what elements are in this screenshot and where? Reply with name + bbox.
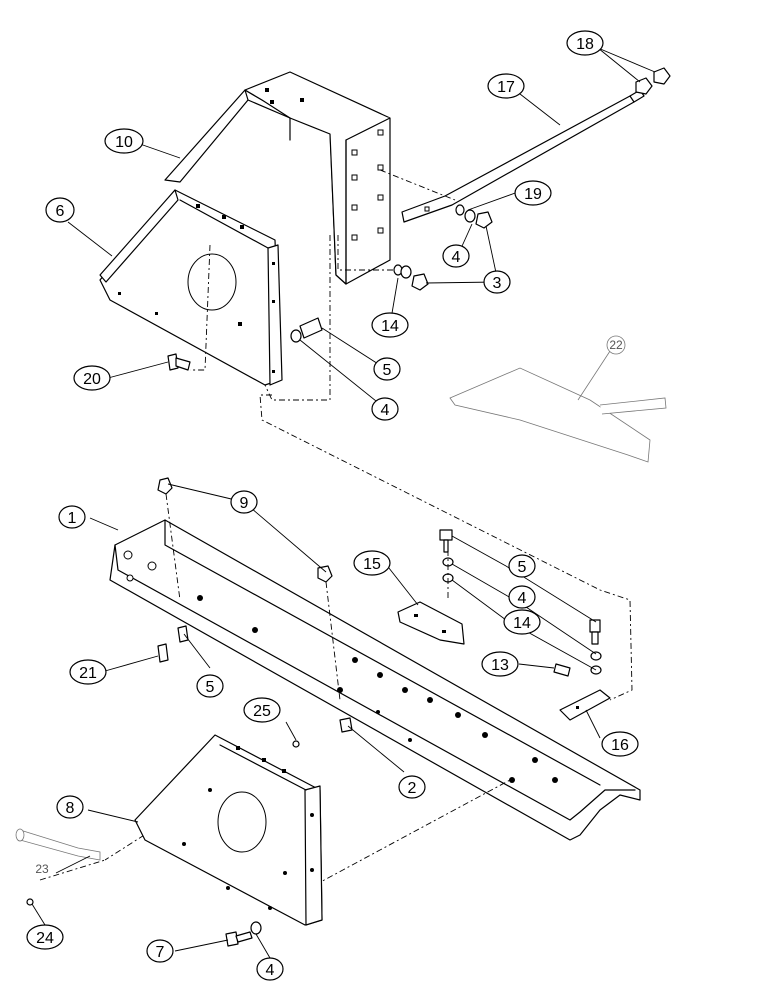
callout-17-label: 17 bbox=[497, 79, 515, 96]
callout-4-c-label: 4 bbox=[518, 590, 527, 607]
callout-20: 20 bbox=[73, 365, 111, 391]
callout-5-c-label: 5 bbox=[206, 679, 215, 696]
callout-14-b: 14 bbox=[503, 609, 541, 635]
callout-5-a: 5 bbox=[373, 357, 401, 381]
callout-18-label: 18 bbox=[576, 36, 594, 53]
callout-19-label: 19 bbox=[524, 186, 542, 203]
upper-leaders bbox=[190, 169, 633, 701]
callout-8-label: 8 bbox=[66, 800, 75, 817]
callout-13-label: 13 bbox=[491, 657, 509, 674]
part-10-cover bbox=[164, 71, 391, 285]
callout-23: 23 bbox=[35, 862, 49, 876]
callout-7: 7 bbox=[146, 939, 174, 963]
callout-14-b-label: 14 bbox=[513, 615, 531, 632]
callout-5-b-label: 5 bbox=[518, 559, 527, 576]
callout-5-b: 5 bbox=[508, 554, 536, 578]
callout-24: 24 bbox=[26, 924, 64, 950]
callout-23-label: 23 bbox=[35, 862, 49, 876]
callout-10: 10 bbox=[104, 128, 144, 154]
callout-5-c: 5 bbox=[196, 674, 224, 698]
callout-13: 13 bbox=[481, 651, 519, 677]
callout-17: 17 bbox=[487, 73, 525, 99]
callout-9-label: 9 bbox=[240, 495, 249, 512]
callout-6: 6 bbox=[45, 197, 75, 223]
callout-25-label: 25 bbox=[253, 703, 271, 720]
upper-hardware bbox=[393, 204, 493, 291]
callout-15-label: 15 bbox=[363, 556, 381, 573]
part-8-plate bbox=[134, 734, 323, 926]
callout-22-label: 22 bbox=[609, 338, 623, 352]
callout-10-label: 10 bbox=[115, 134, 133, 151]
callout-4-b-label: 4 bbox=[381, 402, 390, 419]
callout-1-label: 1 bbox=[68, 510, 77, 527]
callout-7-label: 7 bbox=[156, 944, 165, 961]
part-23-shaft bbox=[15, 828, 101, 861]
callout-21-label: 21 bbox=[79, 665, 97, 682]
callout-24-label: 24 bbox=[36, 930, 54, 947]
part-18-nuts bbox=[635, 67, 671, 95]
callout-14-a-label: 14 bbox=[381, 318, 399, 335]
callout-4-a: 4 bbox=[442, 244, 470, 268]
callout-4-d: 4 bbox=[256, 957, 284, 981]
callout-2-label: 2 bbox=[408, 780, 417, 797]
callout-2: 2 bbox=[398, 775, 426, 799]
callout-16: 16 bbox=[601, 731, 639, 757]
part-1-channel bbox=[109, 519, 641, 841]
callout-21: 21 bbox=[69, 659, 107, 685]
callout-4-d-label: 4 bbox=[266, 962, 275, 979]
part-22-shroud bbox=[449, 335, 667, 463]
callout-1: 1 bbox=[58, 505, 86, 529]
callout-4-a-label: 4 bbox=[452, 249, 461, 266]
part-15-bracket bbox=[397, 601, 465, 645]
part-16-bracket bbox=[559, 689, 611, 721]
callout-3: 3 bbox=[483, 270, 511, 294]
callout-16-label: 16 bbox=[611, 737, 629, 754]
callout-4-b: 4 bbox=[371, 397, 399, 421]
callout-20-label: 20 bbox=[83, 371, 101, 388]
callout-5-a-label: 5 bbox=[383, 362, 392, 379]
callout-8: 8 bbox=[56, 795, 84, 819]
callout-18: 18 bbox=[566, 30, 604, 56]
callout-19: 19 bbox=[514, 180, 552, 206]
upper-bolts bbox=[167, 317, 323, 371]
callout-6-label: 6 bbox=[56, 203, 65, 220]
callout-14-a: 14 bbox=[371, 312, 409, 338]
callout-22: 22 bbox=[609, 338, 623, 352]
callout-15: 15 bbox=[353, 550, 391, 576]
part-6-plate bbox=[99, 189, 283, 386]
callout-3-label: 3 bbox=[493, 275, 502, 292]
callout-25: 25 bbox=[243, 697, 281, 723]
callout-9: 9 bbox=[230, 490, 258, 514]
callout-4-c: 4 bbox=[508, 585, 536, 609]
lower-hardware bbox=[157, 477, 602, 733]
